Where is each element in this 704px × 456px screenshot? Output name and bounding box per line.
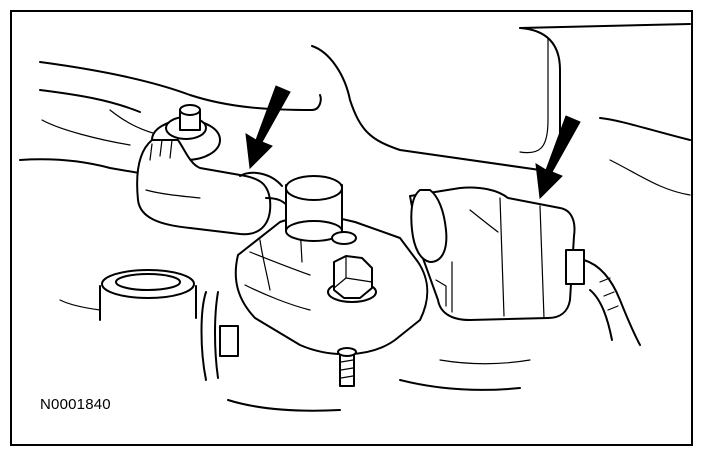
bottom-screw xyxy=(337,347,357,387)
sensor-connector-right xyxy=(409,186,585,321)
upper-arm xyxy=(19,61,322,181)
callout-arrow-right xyxy=(535,115,581,200)
sensor-connector-left xyxy=(136,139,272,236)
right-cable xyxy=(583,259,641,346)
figure-reference-code: N0001840 xyxy=(40,396,111,413)
callout-arrow-left xyxy=(245,85,291,170)
background-panel xyxy=(311,23,691,196)
housing-nut xyxy=(327,231,377,303)
sensor-stem xyxy=(285,175,343,242)
lower-left-parts xyxy=(59,269,531,412)
